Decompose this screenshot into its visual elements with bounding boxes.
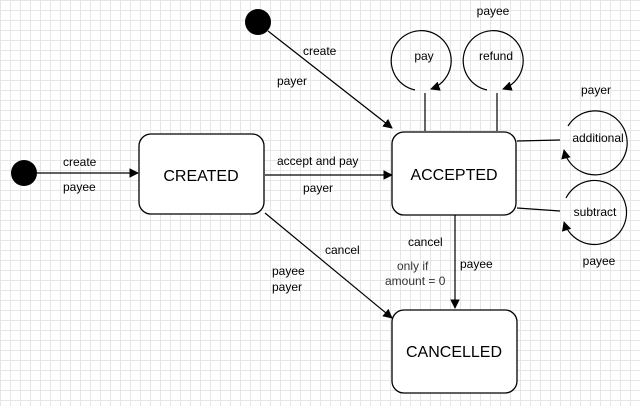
- label-refund-payee: payee: [477, 4, 510, 18]
- label-additional-payer: payer: [581, 83, 611, 97]
- label-init-top-top: create: [303, 44, 337, 58]
- subtract-loop-stem: [516, 207, 561, 212]
- label-guard-line1: only if: [397, 259, 429, 273]
- label-guard-line2: amount = 0: [385, 274, 446, 288]
- label-init-left-bottom: payee: [63, 180, 96, 194]
- label-accepted-cancel: cancel: [408, 235, 443, 249]
- label-created-cancel-payee: payee: [272, 264, 305, 278]
- state-cancelled-label: CANCELLED: [406, 344, 502, 361]
- edge-init-to-accepted: [267, 30, 393, 129]
- label-subtract-payee: payee: [583, 254, 616, 268]
- label-created-cancel: cancel: [325, 243, 360, 257]
- state-cancelled: CANCELLED: [391, 309, 518, 394]
- label-accept-top: accept and pay: [277, 154, 358, 168]
- state-accepted-label: ACCEPTED: [410, 167, 497, 184]
- subtract-loop: [562, 179, 628, 246]
- state-created-label: CREATED: [163, 168, 238, 185]
- pay-loop: [390, 30, 452, 91]
- label-accept-bottom: payer: [303, 181, 333, 195]
- state-accepted: ACCEPTED: [391, 131, 517, 216]
- label-refund: refund: [479, 49, 513, 63]
- label-additional: additional: [572, 131, 623, 145]
- label-subtract: subtract: [574, 205, 617, 219]
- label-init-left-top: create: [63, 155, 97, 169]
- label-created-cancel-payer: payer: [272, 280, 302, 294]
- label-init-top-bottom: payer: [277, 74, 307, 88]
- initial-node-top: [245, 9, 271, 35]
- refund-loop: [462, 30, 524, 91]
- additional-loop-stem: [516, 139, 561, 142]
- label-accepted-cancel-payee: payee: [460, 257, 493, 271]
- additional-loop: [561, 110, 628, 176]
- initial-node-left: [11, 160, 37, 186]
- edge-created-to-cancelled: [264, 212, 393, 319]
- state-created: CREATED: [138, 133, 265, 215]
- label-pay: pay: [414, 49, 433, 63]
